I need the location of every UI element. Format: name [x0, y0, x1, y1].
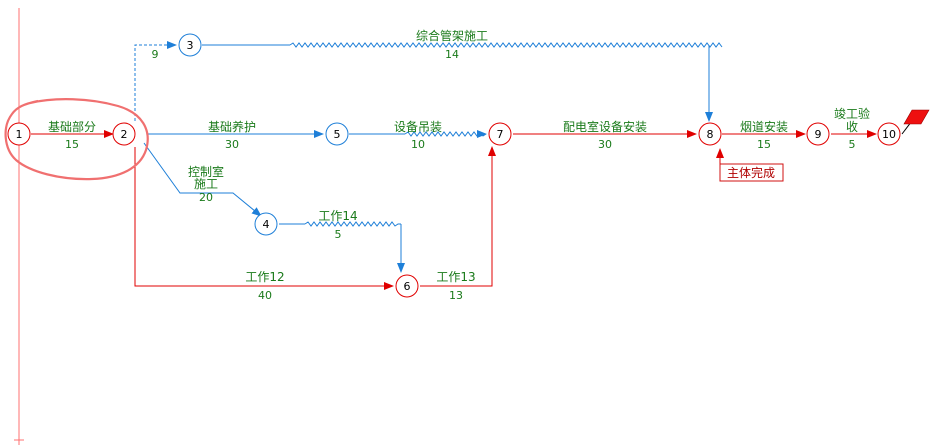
milestone-label: 主体完成	[727, 165, 775, 180]
node-label: 4	[263, 218, 270, 231]
node-2[interactable]: 2	[112, 122, 136, 146]
node-label: 8	[707, 128, 714, 141]
node-8[interactable]: 8	[698, 122, 722, 146]
node-label: 1	[16, 128, 23, 141]
activity-9-10[interactable]: 竣工验 收 5	[831, 106, 877, 151]
highlight-ellipse	[4, 98, 149, 181]
activity-label: 综合管架施工	[416, 28, 488, 43]
activity-1-2[interactable]: 基础部分 15	[31, 119, 114, 151]
activity-5-7[interactable]: 设备吊装 10	[349, 120, 487, 151]
activity-2-3[interactable]: 9	[134, 41, 177, 121]
activity-label-line2: 施工	[194, 177, 218, 191]
finish-flag-icon	[901, 109, 930, 135]
node-label: 9	[815, 128, 822, 141]
activity-duration: 30	[225, 138, 239, 151]
node-label: 5	[334, 128, 341, 141]
activity-duration: 14	[445, 48, 459, 61]
activity-label: 工作12	[245, 270, 284, 284]
node-9[interactable]: 9	[806, 122, 830, 146]
node-10[interactable]: 10	[877, 122, 901, 146]
activity-label: 工作14	[318, 209, 357, 223]
node-1[interactable]: 1	[7, 122, 31, 146]
activity-duration: 13	[449, 289, 463, 302]
activity-duration: 40	[258, 289, 272, 302]
activity-label: 基础养护	[208, 119, 256, 134]
node-6[interactable]: 6	[395, 274, 419, 298]
node-label: 3	[187, 39, 194, 52]
activity-8-9[interactable]: 烟道安装 15	[722, 119, 806, 151]
activity-label-line2: 收	[846, 120, 858, 134]
node-label: 7	[497, 128, 504, 141]
milestone-annotation[interactable]: 主体完成	[716, 148, 784, 182]
activity-duration: 20	[199, 191, 213, 204]
node-3[interactable]: 3	[178, 33, 202, 57]
milestone-box	[719, 163, 784, 182]
activity-label-line1: 竣工验	[834, 106, 870, 121]
activity-4-6[interactable]: 工作14 5	[279, 209, 405, 273]
activity-duration: 5	[849, 138, 856, 151]
node-5[interactable]: 5	[325, 122, 349, 146]
node-4[interactable]: 4	[254, 212, 278, 236]
activity-label: 基础部分	[48, 119, 96, 134]
node-7[interactable]: 7	[488, 122, 512, 146]
node-label: 2	[121, 128, 128, 141]
activity-duration: 15	[65, 138, 79, 151]
activity-duration: 30	[598, 138, 612, 151]
activity-duration: 5	[335, 228, 342, 241]
activity-duration: 10	[411, 138, 425, 151]
activity-duration: 15	[757, 138, 771, 151]
activity-label-line1: 控制室	[188, 164, 224, 179]
activity-6-7[interactable]: 工作13 13	[420, 146, 496, 302]
activity-label: 配电室设备安装	[563, 119, 647, 134]
activity-2-6[interactable]: 工作12 40	[134, 147, 394, 302]
activity-label: 设备吊装	[394, 120, 442, 134]
activity-2-5[interactable]: 基础养护 30	[147, 119, 324, 151]
activity-7-8[interactable]: 配电室设备安装 30	[513, 119, 697, 151]
activity-2-4[interactable]: 控制室 施工 20	[143, 142, 262, 217]
activity-3-8[interactable]: 综合管架施工 14	[202, 28, 723, 122]
activity-label: 工作13	[436, 270, 475, 284]
node-label: 10	[882, 128, 896, 141]
activity-duration: 9	[152, 48, 159, 61]
node-label: 6	[404, 280, 411, 293]
activity-label: 烟道安装	[740, 119, 788, 134]
